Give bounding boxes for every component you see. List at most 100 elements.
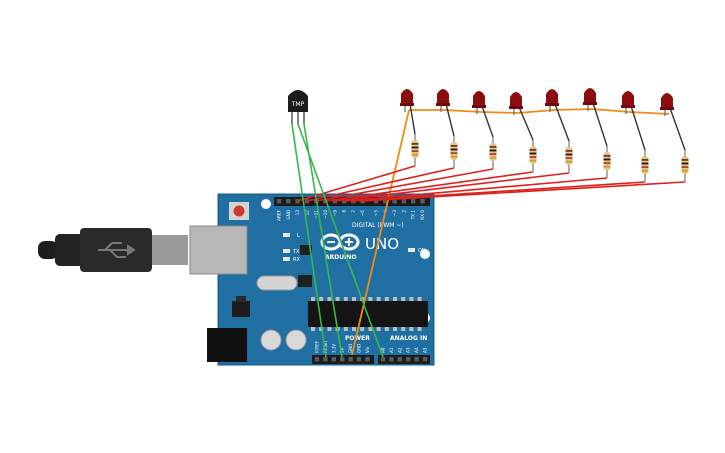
led-body — [622, 91, 634, 107]
chip-pin — [368, 327, 373, 331]
power-pin-hole[interactable] — [365, 357, 370, 362]
digital-pin-label: ~11 — [314, 210, 319, 219]
temperature-sensor-body — [288, 90, 308, 112]
chip-pin — [393, 327, 397, 331]
digital-pin-hole[interactable] — [411, 199, 416, 204]
chip-pin — [352, 327, 356, 331]
resistor-band — [641, 166, 649, 168]
chip-pin — [352, 297, 356, 301]
led-leg — [409, 103, 416, 135]
analog-pin-hole[interactable] — [389, 357, 394, 362]
digital-pin-hole[interactable] — [304, 199, 310, 204]
digital-pin-label: 2 — [401, 210, 406, 213]
resistor-band — [529, 152, 537, 155]
indicator-led-l — [283, 233, 290, 237]
chip-pin — [327, 297, 332, 301]
analog-pin-hole[interactable] — [380, 357, 386, 362]
usb-cable-boot — [55, 234, 85, 266]
digital-pin-hole[interactable] — [295, 199, 300, 204]
power-pin-label: Vin — [365, 346, 370, 353]
resistor-band — [565, 150, 573, 152]
digital-pin-hole[interactable] — [351, 199, 356, 204]
sensor-ground-wire — [303, 123, 343, 358]
power-pin-hole[interactable] — [314, 357, 320, 362]
led-body — [510, 92, 522, 108]
resistor-band — [411, 150, 419, 152]
chip-pin — [319, 297, 324, 301]
led-assembly[interactable] — [545, 89, 573, 173]
digital-pin-label: GND — [286, 210, 291, 220]
resistor-band — [529, 159, 537, 162]
chip-pin — [393, 297, 397, 301]
led-leg — [669, 107, 686, 151]
arduino-logo-icon — [320, 233, 360, 251]
led-assembly[interactable] — [436, 89, 458, 168]
mount-hole — [420, 249, 430, 259]
reset-button[interactable] — [233, 205, 245, 217]
led-assembly[interactable] — [660, 93, 689, 182]
analog-pin-hole[interactable] — [397, 357, 402, 362]
indicator-led-rx — [283, 257, 290, 261]
resistor-band — [641, 162, 649, 165]
power-pin-hole[interactable] — [340, 357, 345, 362]
digital-pin-label: ~3 — [392, 210, 397, 217]
indicator-label-rx: RX — [293, 257, 300, 263]
resistor-band — [565, 153, 573, 156]
led-leg — [445, 103, 455, 137]
led-assembly[interactable] — [509, 92, 537, 172]
resistor-band — [489, 153, 497, 155]
board-model: UNO — [365, 235, 399, 253]
indicator-label-on: ON — [418, 248, 426, 254]
chip-pin — [384, 327, 389, 331]
digital-pin-label: 8 — [342, 210, 347, 213]
digital-pin-hole[interactable] — [276, 199, 282, 204]
indicator-label-tx: TX — [292, 249, 300, 255]
digital-pin-hole[interactable] — [286, 199, 291, 204]
power-pin-hole[interactable] — [323, 357, 328, 362]
led-assembly[interactable] — [621, 91, 649, 182]
digital-pin-hole[interactable] — [373, 199, 379, 204]
digital-pin-hole[interactable] — [360, 199, 365, 204]
temperature-sensor[interactable]: TMP — [288, 90, 308, 124]
crystal-oscillator — [256, 275, 298, 291]
voltage-regulator-tab — [236, 296, 246, 302]
digital-pin-hole[interactable] — [383, 199, 388, 204]
chip-pin — [417, 297, 422, 301]
usb-cable-strain-relief — [38, 241, 58, 259]
resistor-band — [603, 162, 611, 164]
resistor-band — [529, 149, 537, 151]
analog-header[interactable] — [378, 355, 430, 364]
chip-pin — [360, 327, 365, 331]
digital-pin-hole[interactable] — [392, 199, 397, 204]
usb-jack — [189, 225, 248, 275]
resistor-band — [529, 156, 537, 158]
led-leg — [481, 105, 494, 138]
analog-pin-hole[interactable] — [422, 357, 428, 362]
analog-pin-label: A1 — [389, 347, 394, 353]
signal-wire — [306, 167, 455, 202]
power-pin-hole[interactable] — [348, 357, 353, 362]
led-assembly[interactable] — [400, 89, 419, 166]
digital-pin-label: RX 0 — [420, 210, 425, 220]
digital-pin-hole[interactable] — [341, 199, 347, 204]
led-body — [437, 89, 449, 105]
signal-wire — [316, 168, 494, 202]
digital-pin-hole[interactable] — [332, 199, 337, 204]
digital-pin-hole[interactable] — [420, 199, 425, 204]
chip-pin — [376, 327, 381, 331]
analog-pin-hole[interactable] — [414, 357, 419, 362]
analog-pin-label: A4 — [414, 347, 419, 353]
led-assembly[interactable] — [583, 88, 611, 178]
digital-pin-hole[interactable] — [401, 199, 407, 204]
led-assembly[interactable] — [472, 91, 497, 169]
analog-pin-hole[interactable] — [406, 357, 411, 362]
led-rim — [621, 105, 635, 108]
power-pin-hole[interactable] — [331, 357, 336, 362]
power-pin-label: IOREF — [315, 340, 320, 353]
power-pin-label: 3.3V — [331, 344, 336, 353]
power-pin-hole[interactable] — [356, 357, 362, 362]
sensor-power-wire — [291, 123, 327, 358]
chip-pin — [311, 297, 315, 301]
